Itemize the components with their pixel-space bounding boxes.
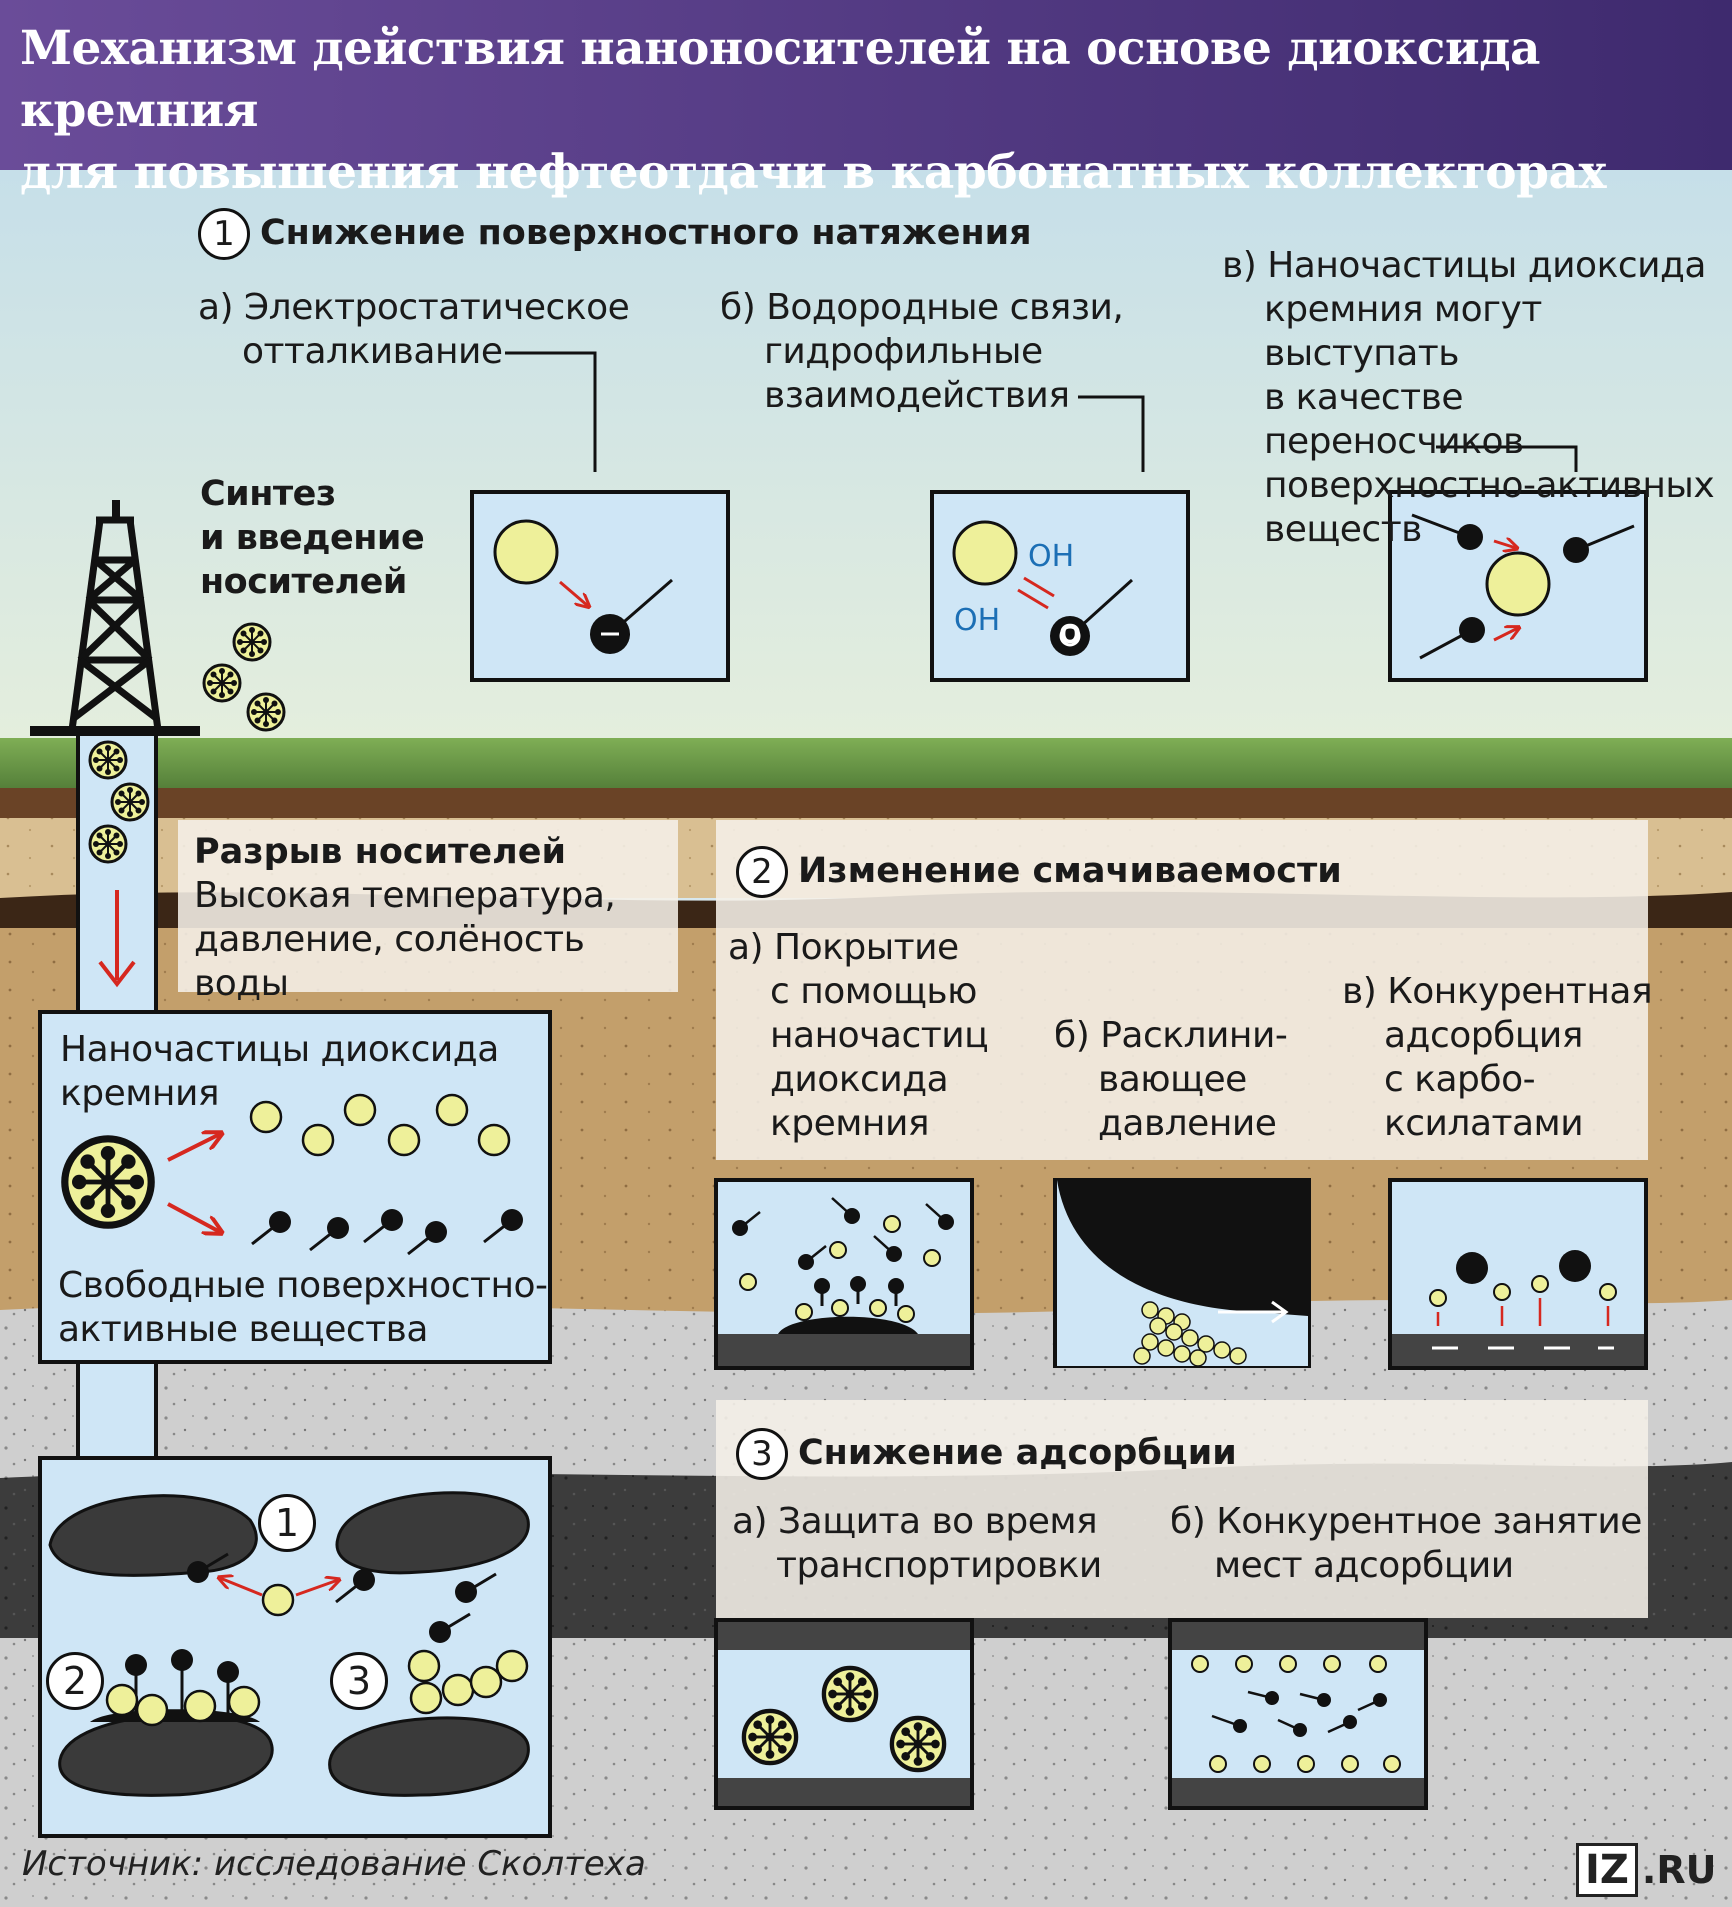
- section-2-c-label: в) Конкурентная адсорбция с карбо- ксила…: [1342, 971, 1653, 1144]
- source-note: Источник: исследование Сколтеха: [22, 1844, 646, 1884]
- oh-label-1: OH: [1028, 539, 1074, 574]
- free-surfactants-label: Свободные поверхностно- активные веществ…: [58, 1265, 548, 1350]
- oxygen-label: O: [1058, 620, 1082, 650]
- oh-label-2: OH: [954, 603, 1000, 638]
- section-1-number: 1: [198, 208, 250, 260]
- reservoir-marker-2: 2: [46, 1652, 114, 1710]
- section-3-panel: [716, 1400, 1648, 1618]
- section-3-b-label: б) Конкурентное занятие мест адсорбции: [1170, 1501, 1642, 1586]
- rupture-heading: Разрыв носителей: [194, 832, 567, 872]
- synthesis-label: Синтез и введение носителей: [200, 474, 425, 602]
- section-2-b-label: б) Расклини- вающее давление: [1054, 1015, 1288, 1144]
- section-2-a-label: а) Покрытие с помощью наночастиц диоксид…: [728, 927, 989, 1144]
- section-1-a-label: а) Электростатическое отталкивание: [198, 287, 630, 372]
- nanoparticles-label: Наночастицы диоксида кремния: [60, 1029, 499, 1114]
- section-3-number: 3: [736, 1428, 788, 1480]
- section-2-panel: [716, 820, 1648, 1160]
- section-2-number: 2: [736, 846, 788, 898]
- section-1-b-label: б) Водородные связи, гидрофильные взаимо…: [720, 287, 1124, 416]
- reservoir-marker-3: 3: [330, 1652, 398, 1710]
- page-title: Механизм действия наноносителей на основ…: [20, 21, 1607, 200]
- rupture-panel: Разрыв носителей Высокая температура, да…: [178, 820, 678, 1004]
- iz-logo[interactable]: IZ.RU: [1576, 1842, 1716, 1898]
- section-1-c-label: в) Наночастицы диоксида кремния могут вы…: [1222, 245, 1715, 550]
- section-3-a-label: а) Защита во время транспортировки: [732, 1501, 1102, 1586]
- reservoir-marker-1: 1: [258, 1494, 326, 1552]
